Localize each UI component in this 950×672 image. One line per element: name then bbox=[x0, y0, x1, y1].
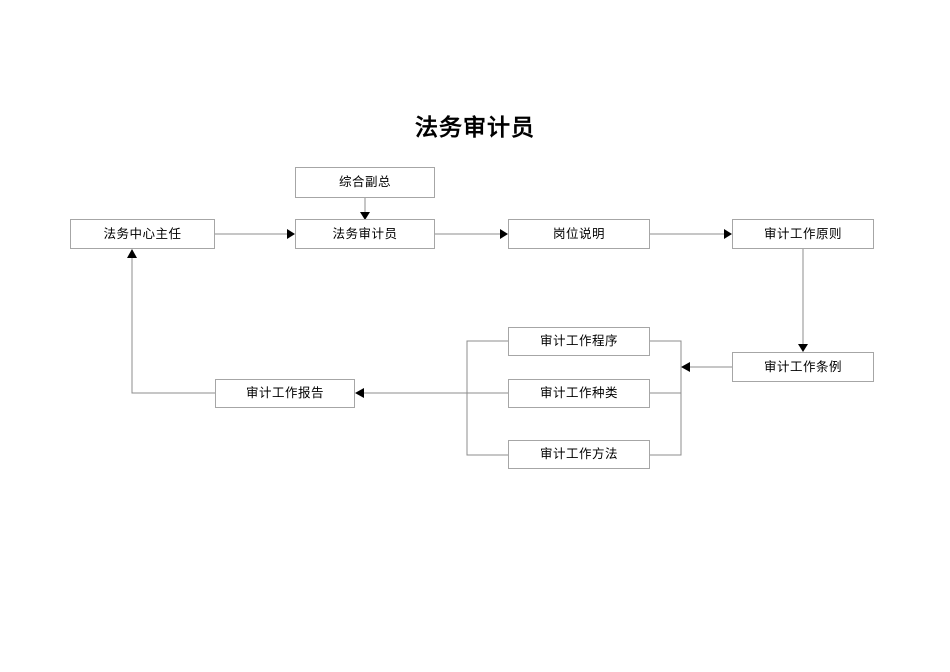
edge-yuanze-to-tiaoli bbox=[798, 249, 808, 352]
node-fawu-shenjiyuan[interactable]: 法务审计员 bbox=[295, 219, 435, 249]
right-bracket bbox=[650, 340, 682, 456]
node-gangwei-shuoming[interactable]: 岗位说明 bbox=[508, 219, 650, 249]
node-fawu-zhongxin-zhuren[interactable]: 法务中心主任 bbox=[70, 219, 215, 249]
edge-baogao-to-zhuren bbox=[127, 249, 215, 394]
node-shenji-gongzuo-tiaoli[interactable]: 审计工作条例 bbox=[732, 352, 874, 382]
node-shenji-gongzuo-chengxu[interactable]: 审计工作程序 bbox=[508, 327, 650, 356]
node-shenji-gongzuo-fangfa[interactable]: 审计工作方法 bbox=[508, 440, 650, 469]
edge-fuzong-to-shenjiyuan bbox=[360, 198, 370, 220]
left-bracket bbox=[466, 340, 508, 456]
node-shenji-gongzuo-zhonglei[interactable]: 审计工作种类 bbox=[508, 379, 650, 408]
edge-zhuren-to-shenjiyuan bbox=[215, 229, 295, 239]
node-zonghe-fuzong[interactable]: 综合副总 bbox=[295, 167, 435, 198]
node-shenji-gongzuo-yuanze[interactable]: 审计工作原则 bbox=[732, 219, 874, 249]
page-title: 法务审计员 bbox=[415, 114, 535, 140]
node-shenji-gongzuo-baogao[interactable]: 审计工作报告 bbox=[215, 379, 355, 408]
edge-group-to-baogao bbox=[355, 388, 508, 398]
edge-tiaoli-to-group bbox=[681, 362, 732, 372]
edge-shenjiyuan-to-gangwei bbox=[435, 229, 508, 239]
edge-gangwei-to-yuanze bbox=[650, 229, 732, 239]
